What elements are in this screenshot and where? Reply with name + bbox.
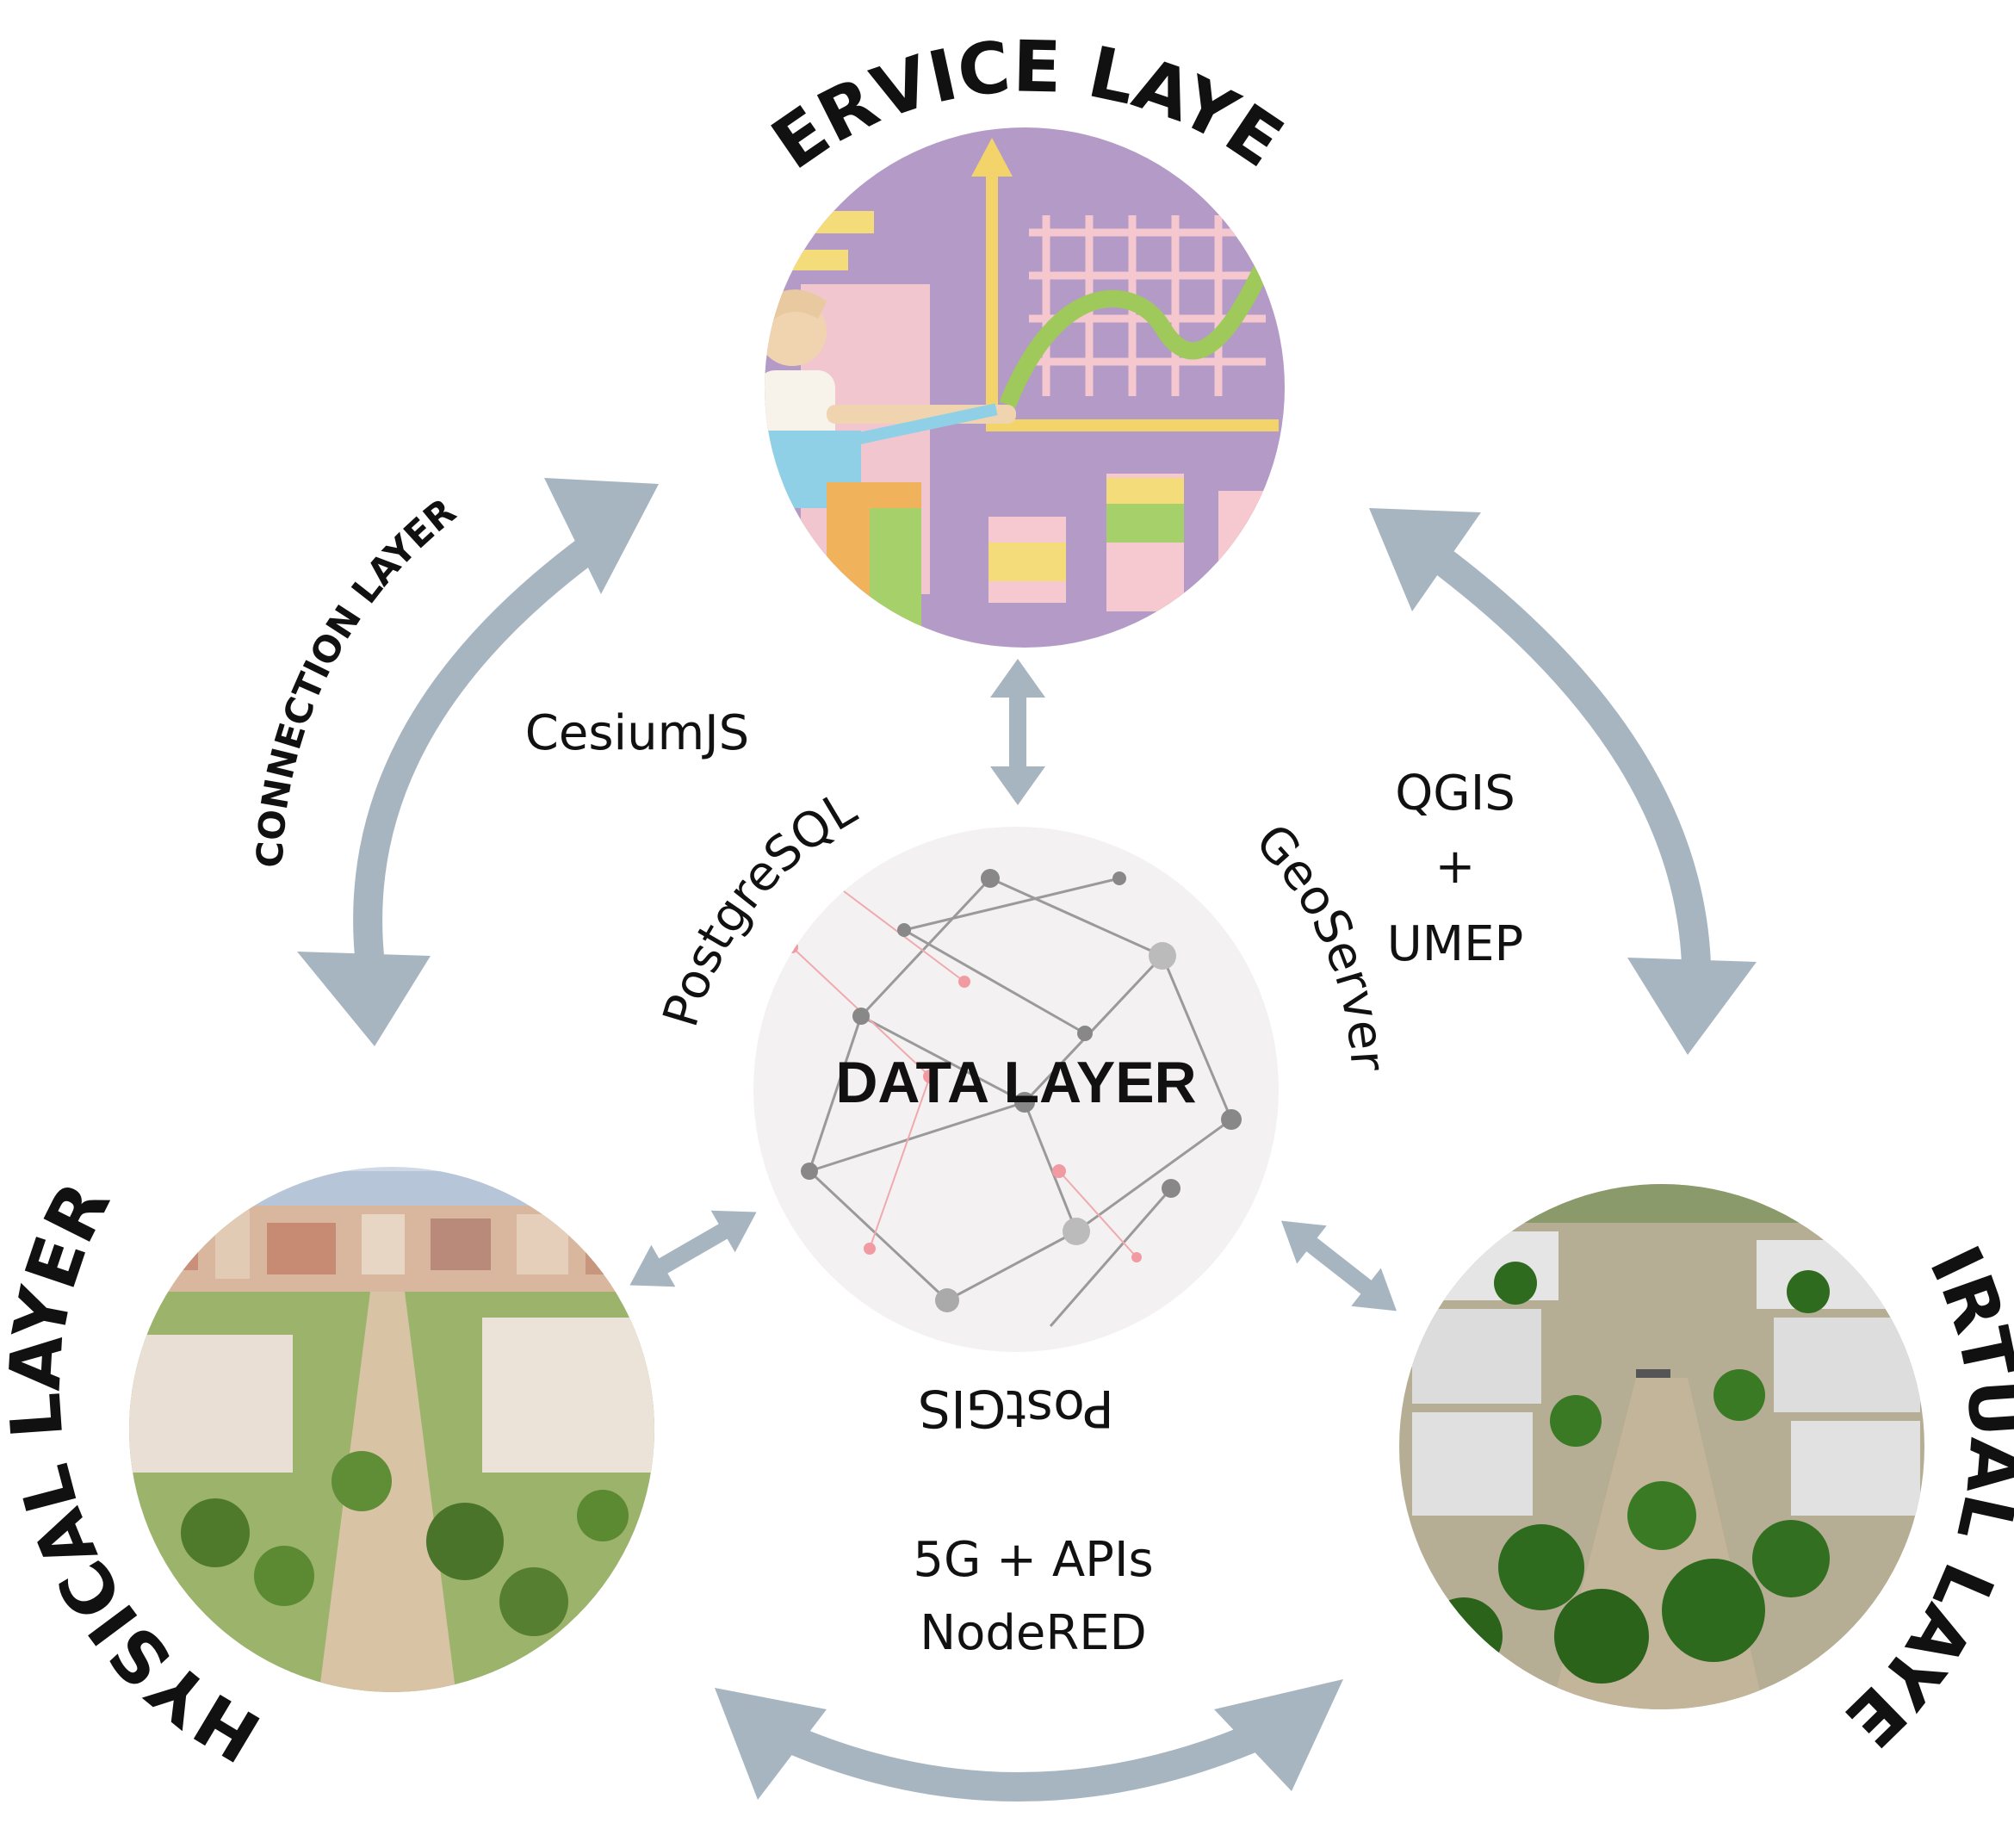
apis-label: 5G + APIs	[913, 1532, 1153, 1588]
data-layer-title: DATA LAYER	[835, 1050, 1196, 1115]
physical-virtual-double-arrow	[778, 1725, 1263, 1801]
arrowhead-down-left	[297, 952, 431, 1046]
service-data-arrow-shaft	[1009, 689, 1026, 775]
service-layer-image	[765, 127, 1285, 648]
qgis-umep-plus: +	[1435, 839, 1476, 895]
data-virtual-arrow	[1281, 1220, 1397, 1312]
physical-layer-image	[129, 1167, 654, 1692]
service-data-arrowhead-down	[990, 766, 1045, 805]
arrowhead-down-right	[1627, 958, 1757, 1055]
data-physical-arrow	[629, 1210, 757, 1287]
arrows	[297, 478, 1757, 1801]
service-virtual-double-arrow	[1432, 549, 1711, 979]
qgis-label: QGIS	[1395, 766, 1515, 822]
arrowhead-bottom-right	[1214, 1679, 1343, 1791]
nodered-label: NodeRED	[920, 1605, 1147, 1661]
data-layer-image	[753, 827, 1279, 1352]
arrowhead-up-right	[1369, 508, 1481, 611]
postgis-label: PostGIS	[918, 1378, 1114, 1438]
connection-layer-title: CONNECTION LAYER	[249, 490, 464, 868]
arrowhead-bottom-left	[715, 1688, 827, 1800]
virtual-layer-image	[1399, 1184, 1924, 1709]
cesiumjs-label: CesiumJS	[525, 705, 749, 761]
umep-label: UMEP	[1387, 916, 1523, 972]
service-data-arrowhead-up	[990, 659, 1045, 698]
connection-double-arrow	[353, 536, 600, 979]
arrowhead-up-left	[544, 478, 659, 594]
